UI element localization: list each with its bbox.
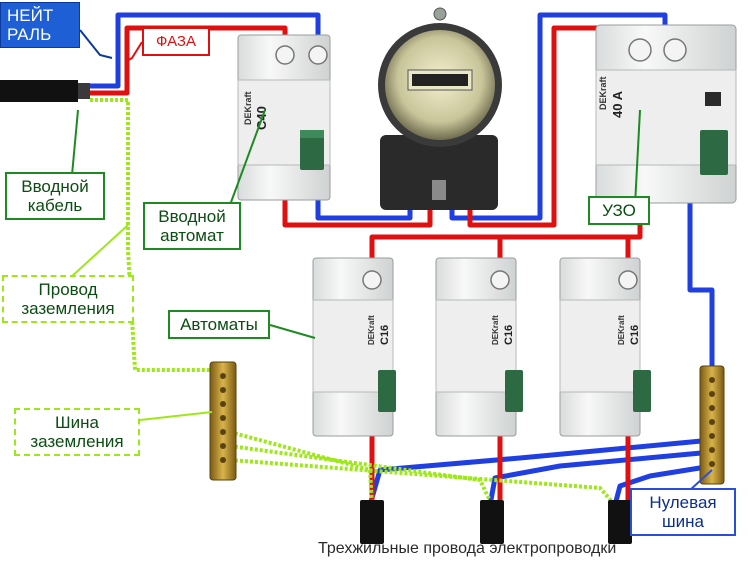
input-cable-label-line-2: кабель <box>27 196 83 215</box>
branch-breaker-1-brand: DEKraft <box>367 315 376 345</box>
ground-wire-label-line-2: заземления <box>21 299 115 318</box>
rcd-rating: 40 A <box>610 90 625 118</box>
neutral-label-line-1: НЕЙТ <box>7 6 54 25</box>
screw-icon <box>663 38 687 62</box>
screw-icon <box>362 270 382 290</box>
phase-label-text: ФАЗА <box>156 33 196 50</box>
diagram-caption: Трехжильные провода электропроводки <box>318 540 617 557</box>
branch-breaker-2-rating: C16 <box>503 325 515 345</box>
branch-breaker-2-brand: DEKraft <box>491 315 500 345</box>
input-cable-label: Вводной кабель <box>5 172 105 220</box>
callout-pointers <box>69 29 713 491</box>
ground-wires <box>90 98 617 507</box>
screw-icon <box>490 270 510 290</box>
branch-breaker-1: DEKraft C16 <box>312 257 396 437</box>
input-breaker: DEKraft C40 <box>237 34 331 201</box>
input-breaker-label-line-1: Вводной <box>158 207 226 226</box>
input-cable-label-line-1: Вводной <box>21 177 89 196</box>
ground-wire-label: Провод заземления <box>2 275 134 323</box>
electricity-meter <box>378 7 502 210</box>
ground-bus <box>209 361 237 481</box>
input-breaker-label-line-2: автомат <box>160 226 224 245</box>
branch-breaker-2: DEKraft C16 <box>435 257 523 437</box>
ground-wire-label-line-1: Провод <box>38 280 98 299</box>
input-breaker-brand: DEKraft <box>243 91 253 125</box>
branch-breaker-3: DEKraft C16 <box>559 257 651 437</box>
screw-icon <box>275 45 295 65</box>
screw-icon <box>628 38 652 62</box>
screw-icon <box>308 45 328 65</box>
output-cable-1 <box>360 500 384 544</box>
rcd: DEKraft 40 A <box>595 24 737 204</box>
input-cable <box>0 80 90 102</box>
ground-bus-label: Шина заземления <box>14 408 140 456</box>
input-breaker-label: Вводной автомат <box>143 202 241 250</box>
ground-bus-label-line-1: Шина <box>55 413 99 432</box>
ground-bus-label-line-2: заземления <box>30 432 124 451</box>
neutral-label-line-2: РАЛЬ <box>7 25 52 44</box>
neutral-label: НЕЙТ РАЛЬ <box>0 2 80 48</box>
phase-label: ФАЗА <box>142 27 210 56</box>
meter-seal-icon <box>433 7 447 21</box>
rcd-label: УЗО <box>588 196 650 225</box>
breakers-label: Автоматы <box>168 310 270 339</box>
rcd-brand: DEKraft <box>598 76 608 110</box>
rcd-label-text: УЗО <box>602 201 636 220</box>
neutral-wires <box>90 12 715 506</box>
neutral-bus-label: Нулевая шина <box>630 488 736 536</box>
branch-breaker-3-brand: DEKraft <box>617 315 626 345</box>
output-cable-3 <box>608 500 632 544</box>
neutral-bus-label-line-2: шина <box>662 512 704 531</box>
neutral-bus-label-line-1: Нулевая <box>649 493 717 512</box>
breakers-label-text: Автоматы <box>180 315 258 334</box>
screw-icon <box>618 270 638 290</box>
output-cable-2 <box>480 500 504 544</box>
branch-breaker-3-rating: C16 <box>629 325 641 345</box>
neutral-bus <box>699 365 725 485</box>
branch-breaker-1-rating: C16 <box>379 325 391 345</box>
